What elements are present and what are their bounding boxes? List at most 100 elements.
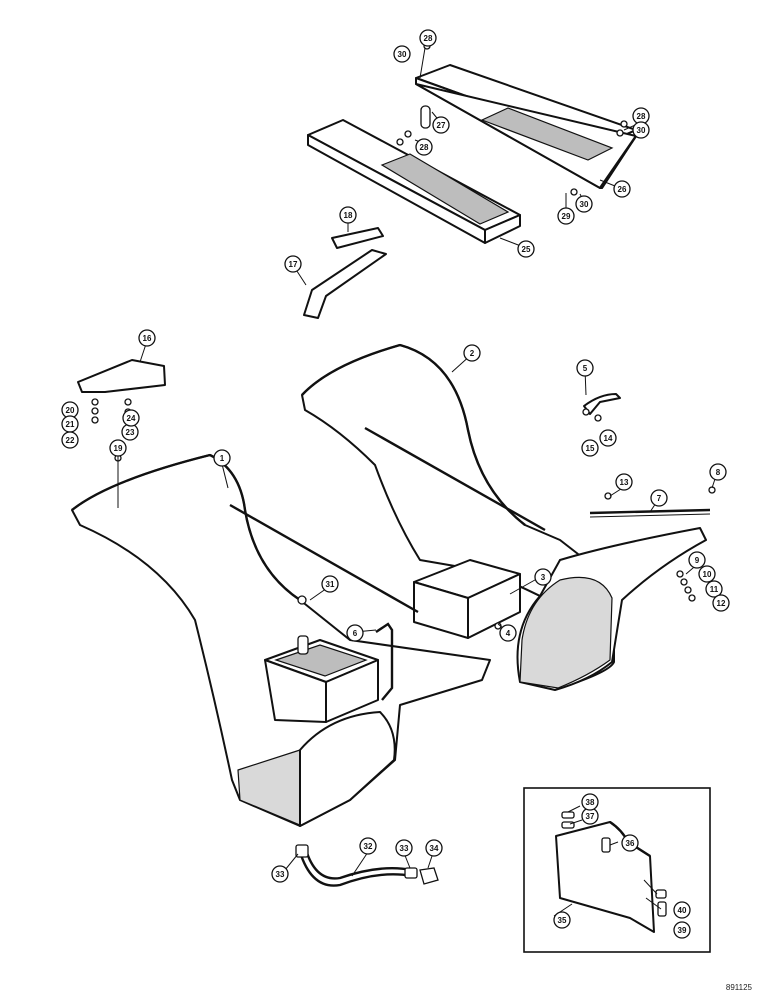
callout-36: 36 [621,834,639,852]
callout-33: 33 [271,865,289,883]
callout-number: 33 [276,870,285,879]
callout-number: 22 [66,436,75,445]
callout-34: 34 [425,839,443,857]
callout-number: 6 [353,629,358,638]
callout-39: 39 [673,921,691,939]
callout-number: 10 [703,570,712,579]
callout-number: 28 [424,34,433,43]
callout-29: 29 [557,207,575,225]
callout-number: 15 [586,444,595,453]
callout-30: 30 [575,195,593,213]
callout-number: 9 [695,556,700,565]
callout-number: 24 [127,414,136,423]
callout-14: 14 [599,429,617,447]
callout-number: 5 [583,364,588,373]
callout-13: 13 [615,473,633,491]
callout-33: 33 [395,839,413,857]
callout-number: 38 [586,798,595,807]
callout-number: 20 [66,406,75,415]
callout-number: 12 [717,599,726,608]
strap-18 [331,227,384,249]
callout-number: 30 [637,126,646,135]
bolt-27 [420,105,431,129]
callout-35: 35 [553,911,571,929]
callout-number: 25 [522,245,531,254]
callout-28: 28 [419,29,437,47]
callout-18: 18 [339,206,357,224]
callout-number: 28 [420,143,429,152]
tread-plate-26 [480,107,614,161]
toolbox-3 [413,559,521,639]
hose-32 [295,844,439,887]
callout-15: 15 [581,439,599,457]
callout-10: 10 [698,565,716,583]
callout-number: 32 [364,842,373,851]
callout-number: 19 [114,444,123,453]
callout-28: 28 [415,138,433,156]
callout-number: 8 [716,468,721,477]
callout-31: 31 [321,575,339,593]
callout-labels: 1234567891011121314151617181920212223242… [61,29,730,939]
callout-number: 23 [126,428,135,437]
right-wing [516,527,707,691]
callout-24: 24 [122,409,140,427]
callout-6: 6 [346,624,364,642]
step-plate-25 [307,119,521,244]
callout-number: 18 [344,211,353,220]
callout-number: 29 [562,212,571,221]
tread-plate-25 [380,153,510,225]
callout-number: 37 [586,812,595,821]
callout-number: 1 [220,454,225,463]
callout-number: 11 [710,585,719,594]
callout-5: 5 [576,359,594,377]
callout-number: 27 [437,121,446,130]
step-plate-26 [415,64,637,189]
callout-number: 26 [618,185,627,194]
callout-21: 21 [61,415,79,433]
callout-1: 1 [213,449,231,467]
callout-9: 9 [688,551,706,569]
battery-tray [264,635,379,723]
callout-30: 30 [632,121,650,139]
callout-number: 40 [678,906,687,915]
callout-12: 12 [712,594,730,612]
callout-16: 16 [138,329,156,347]
left-fender [71,453,491,827]
callout-number: 3 [541,573,546,582]
callout-number: 7 [657,494,662,503]
callout-4: 4 [499,624,517,642]
bracket-16 [77,359,166,393]
rod-6 [375,622,394,701]
drawing-code: 891125 [725,983,752,992]
callout-number: 35 [558,916,567,925]
callout-32: 32 [359,837,377,855]
callout-number: 36 [626,839,635,848]
callout-number: 30 [580,200,589,209]
callout-7: 7 [650,489,668,507]
callout-number: 31 [326,580,335,589]
brace-rod-7 [589,508,711,518]
brace-5 [583,393,621,415]
callout-38: 38 [581,793,599,811]
callout-3: 3 [534,568,552,586]
callout-number: 17 [289,260,298,269]
callout-number: 4 [506,629,511,638]
callout-22: 22 [61,431,79,449]
callout-number: 13 [620,478,629,487]
callout-8: 8 [709,463,727,481]
callout-number: 16 [143,334,152,343]
callout-number: 2 [470,349,475,358]
callout-number: 39 [678,926,687,935]
callout-number: 21 [66,420,75,429]
callout-number: 34 [430,844,439,853]
callout-26: 26 [613,180,631,198]
callout-40: 40 [673,901,691,919]
callout-number: 14 [604,434,613,443]
callout-number: 28 [637,112,646,121]
callout-19: 19 [109,439,127,457]
callout-number: 30 [398,50,407,59]
callout-17: 17 [284,255,302,273]
callout-30: 30 [393,45,411,63]
callout-11: 11 [705,580,723,598]
